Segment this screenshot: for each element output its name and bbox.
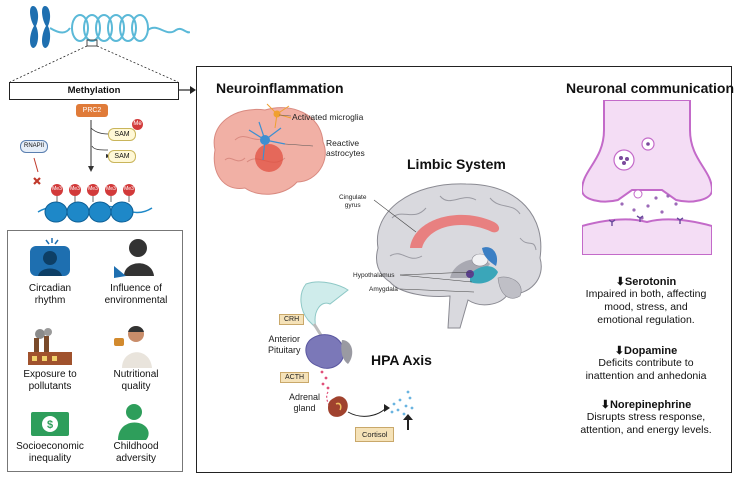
leader-lines-hypo <box>399 272 475 293</box>
cortisol-tag: Cortisol <box>355 427 395 442</box>
svg-text:$: $ <box>47 419 53 431</box>
epigenetics-illustration <box>9 6 190 223</box>
methyl-group: Me <box>132 119 143 130</box>
person-eating-icon <box>114 326 152 368</box>
me3-label: Me3 <box>106 186 116 192</box>
serotonin-block: ⬇Serotonin Impaired in both, affecting m… <box>566 275 726 327</box>
prc2-protein: PRC2 <box>76 104 108 117</box>
norepinephrine-block: ⬇Norepinephrine Disrupts stress response… <box>566 398 726 437</box>
clock-person-icon <box>30 238 70 276</box>
adrenal-gland-label: Adrenal gland <box>289 392 321 413</box>
money-icon: $ <box>31 412 69 436</box>
factor-nutritional-label: Nutritional quality <box>113 369 159 392</box>
serotonin-heading: ⬇Serotonin <box>615 276 677 288</box>
sah-pill: SAM <box>108 150 136 163</box>
dopamine-text: Deficits contribute to inattention and a… <box>585 357 707 382</box>
hpa-axis-diagram <box>300 281 414 430</box>
norepinephrine-text: Disrupts stress response, attention, and… <box>580 411 712 436</box>
hypothalamus-label: Hypothalamus <box>353 272 395 279</box>
inflamed-brain-icon <box>213 103 326 195</box>
brain-sagittal-icon <box>376 183 542 329</box>
serotonin-text: Impaired in both, affecting mood, stress… <box>585 288 707 326</box>
arrow-right-icon <box>178 86 196 94</box>
factor-pollutants-label: Exposure to pollutants <box>23 369 77 392</box>
methylation-label: Methylation <box>67 85 121 96</box>
dopamine-block: ⬇Dopamine Deficits contribute to inatten… <box>566 344 726 383</box>
limbic-system-title: Limbic System <box>407 156 506 172</box>
factor-socioeconomic-label: Socioeconomic inequality <box>16 441 84 464</box>
me3-label: Me3 <box>52 186 62 192</box>
neuroinflammation-title: Neuroinflammation <box>216 80 344 96</box>
activated-microglia-label: Activated microglia <box>292 112 364 122</box>
nucleosome-icon <box>44 201 134 223</box>
sam-pill: SAM <box>108 128 136 141</box>
rnapii-protein: RNAPII <box>20 140 48 153</box>
chromosome-icon <box>30 6 51 48</box>
anterior-pituitary-label: Anterior Pituitary <box>268 334 301 355</box>
neuronal-communication-title: Neuronal communication <box>566 80 735 96</box>
factory-icon <box>28 328 72 365</box>
reactive-astrocytes-label: Reactive astrocytes <box>326 138 365 158</box>
synapse-icon <box>582 100 712 255</box>
me3-label: Me3 <box>88 186 98 192</box>
child-icon <box>118 404 149 440</box>
factor-circadian-label: Circadian rhythm <box>28 283 72 306</box>
cingulate-gyrus-label: Cingulate gyrus <box>339 194 367 209</box>
me3-label: Me3 <box>124 186 134 192</box>
norepinephrine-heading: ⬇Norepinephrine <box>600 399 692 411</box>
dopamine-heading: ⬇Dopamine <box>614 345 678 357</box>
factor-childhood-label: Childhood adversity <box>113 441 159 464</box>
crh-tag: CRH <box>279 314 305 325</box>
factor-environmental-label: Influence of environmental <box>104 283 168 306</box>
acth-tag: ACTH <box>280 372 310 383</box>
me3-label: Me3 <box>70 186 80 192</box>
coiled-dna-icon <box>49 14 190 42</box>
leader-lines <box>373 199 417 233</box>
methylation-box: Methylation <box>9 82 179 100</box>
amygdala-label: Amygdala <box>369 286 398 293</box>
person-silhouette-icon <box>114 239 154 278</box>
hpa-axis-title: HPA Axis <box>371 352 432 368</box>
